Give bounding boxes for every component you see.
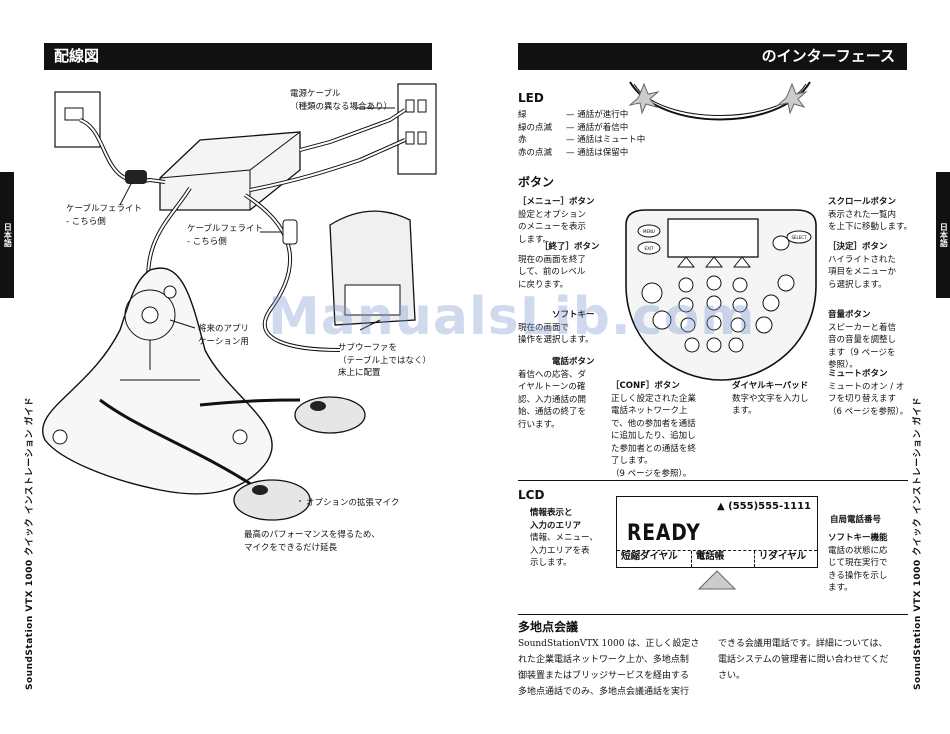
softkey-1 <box>676 256 696 268</box>
led-table: 緑— 通話が進行中 緑の点滅— 通話が着信中 赤— 通話はミュート中 赤の点滅—… <box>518 109 645 159</box>
left-header-bar: 配線図 <box>44 43 432 70</box>
select-key <box>786 230 812 244</box>
led-row: 緑— 通話が進行中 <box>518 110 629 120</box>
svg-text:SELECT: SELECT <box>791 235 807 240</box>
lcd-screen: ▲ (555)555-1111 READY 短縮ダイヤル 電話帳 リダイヤル <box>616 496 818 568</box>
left-language-tab: 日本語 <box>0 172 14 298</box>
multipoint-title: 多地点会議 <box>518 620 579 634</box>
console-base <box>42 267 273 495</box>
led-row: 緑の点滅— 通話が着信中 <box>518 122 629 133</box>
lcd-rule <box>518 480 908 481</box>
label-volume-button: 音量ボタン スピーカーと着信 音の音量を調整し ます（9 ページを 参照）。 <box>828 310 897 370</box>
multipoint-text-col2: できる会議用電話です。詳細については、 電話システムの管理者に問い合わせてくだ … <box>718 639 889 681</box>
triangle-icon: ▲ <box>716 501 725 512</box>
console-illustration: MENU EXIT SELECT <box>625 209 817 381</box>
label-info-area: 情報表示と 入力のエリア 情報、メニュー、 入力エリアを表 示します。 <box>530 508 598 568</box>
right-spine-text: SoundStation VTX 1000 クイック インストレーション ガイド <box>913 396 923 690</box>
lcd-own-number: ▲ (555)555-1111 <box>716 501 811 512</box>
label-subwoofer: サブウーファを （テーブル上ではなく） 床上に配置 <box>338 343 431 378</box>
lcd-softkey-triangle <box>697 570 737 590</box>
label-conf-button: ［CONF］ボタン 正しく設定された企業 電話ネットワーク上 で、他の参加者を通… <box>611 381 697 479</box>
label-power-cable: 電源ケーブル （種類の異なる場合あり） <box>290 89 393 112</box>
extension-mic-2 <box>233 479 311 521</box>
console-lcd <box>667 218 759 258</box>
left-header-title: 配線図 <box>54 47 100 65</box>
right-header-bar: のインターフェース <box>518 43 907 70</box>
wiring-diagram <box>42 83 437 521</box>
conf-key <box>652 310 672 330</box>
led-title: LED <box>518 91 544 105</box>
buttons-title: ボタン <box>518 175 555 189</box>
dial-keypad <box>678 275 748 353</box>
wall-outlet <box>397 83 437 175</box>
led-glow-left <box>628 82 660 115</box>
label-scroll-button: スクロールボタン 表示された一覧内 を上下に移動します。 <box>828 197 913 232</box>
label-keypad: ダイヤルキーパッド 数字や文字を入力し ます。 <box>732 381 809 416</box>
volume-down-key <box>762 294 780 312</box>
label-performance: 最高のパフォーマンスを得るため、 マイクをできるだけ延長 <box>244 530 380 553</box>
right-language-tab: 日本語 <box>936 172 950 298</box>
extension-mic-1 <box>294 396 366 434</box>
led-row: 赤— 通話はミュート中 <box>518 135 646 145</box>
lcd-status-text: READY <box>627 521 701 546</box>
label-exit-button: ［終了］ボタン 現在の画面を終了 して、前のレベル に戻ります。 <box>518 242 600 290</box>
menu-key <box>637 224 661 238</box>
svg-text:EXIT: EXIT <box>645 246 654 251</box>
watermark: ManualsLib.com <box>268 287 756 347</box>
multipoint-rule <box>518 614 908 615</box>
led-arc-illustration <box>628 81 811 121</box>
label-own-number: 自局電話番号 <box>830 515 882 525</box>
ferrite-core-1 <box>125 170 147 184</box>
mute-key <box>755 316 773 334</box>
label-mute-button: ミュートボタン ミュートのオン / オ フを切り替えます （6 ページを参照）。 <box>828 369 909 417</box>
lcd-softkey-bar: 短縮ダイヤル 電話帳 リダイヤル <box>617 550 817 567</box>
led-glow-right <box>776 82 808 115</box>
ferrite-core-2 <box>282 219 298 245</box>
label-phone-button: 電話ボタン 着信への応答、ダ イヤルトーンの確 認、入力通話の開 始、通話の終了… <box>518 357 595 430</box>
label-softkey-function: ソフトキー機能 電話の状態に応 じて現在実行で きる操作を示し ます。 <box>828 533 888 593</box>
softkey-label-directory[interactable]: 電話帳 <box>692 551 755 567</box>
right-header-title: のインターフェース <box>761 47 895 65</box>
softkey-label-redial[interactable]: リダイヤル <box>758 551 807 562</box>
label-future-app: 将来のアプリ ケーション用 <box>198 324 250 347</box>
volume-up-key <box>777 274 795 292</box>
label-softkey: ソフトキー 現在の画面で 操作を選択します。 <box>518 310 595 345</box>
exit-key <box>637 241 661 255</box>
label-menu-button: ［メニュー］ボタン 設定とオプション のメニューを表示 します。 <box>518 197 595 245</box>
softkey-3 <box>732 256 752 268</box>
softkey-label-speed-dial[interactable]: 短縮ダイヤル <box>617 551 692 567</box>
label-ext-mic: オプションの拡張マイク <box>306 498 400 508</box>
label-ferrite-1: ケーブルフェライト - こちら側 <box>66 204 142 227</box>
multipoint-text-col1: SoundStationVTX 1000 は、正しく設定さ れた企業電話ネットワ… <box>518 639 700 697</box>
softkey-2 <box>704 256 724 268</box>
svg-text:MENU: MENU <box>643 229 655 234</box>
phone-key <box>641 282 663 304</box>
label-select-button: ［決定］ボタン ハイライトされた 項目をメニューか ら選択します。 <box>828 242 897 290</box>
power-module <box>159 131 301 211</box>
led-row: 赤の点滅— 通話は保留中 <box>518 147 629 158</box>
scroll-key <box>772 235 790 251</box>
lcd-title: LCD <box>518 488 545 502</box>
label-ferrite-2: ケーブルフェライト - こちら側 <box>187 224 263 247</box>
